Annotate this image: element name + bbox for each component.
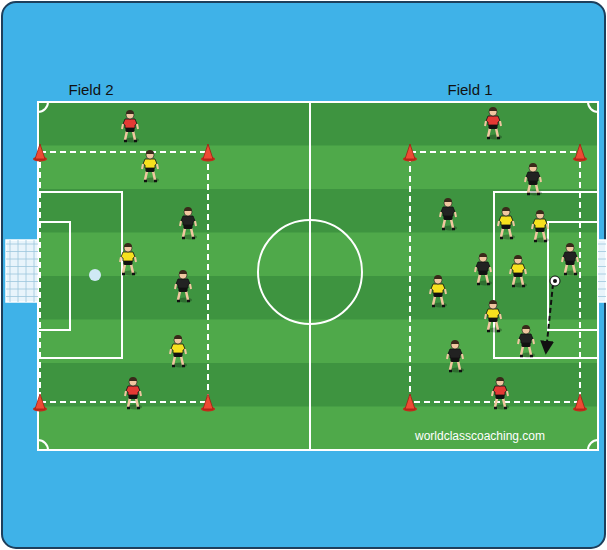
player: [518, 325, 535, 358]
cone: [33, 144, 47, 162]
pitch-stripe: [38, 102, 598, 146]
goals: [6, 240, 606, 302]
player: [492, 377, 509, 410]
cone: [201, 394, 215, 412]
player: [498, 207, 515, 240]
player: [525, 163, 542, 196]
player: [120, 243, 137, 276]
pitch-lines: [38, 102, 598, 450]
watermark: worldclasscoaching.com: [415, 430, 545, 443]
player: [485, 300, 502, 333]
player: [170, 335, 187, 368]
cone: [573, 144, 587, 162]
player: [142, 150, 159, 183]
player: [440, 198, 457, 231]
player: [562, 243, 579, 276]
player: [180, 207, 197, 240]
cone: [403, 394, 417, 412]
field-label: Field 2: [68, 82, 113, 99]
pitch-stripe: [38, 363, 598, 407]
player: [122, 110, 139, 143]
cone: [403, 144, 417, 162]
player: [430, 275, 447, 308]
player: [475, 253, 492, 286]
cone: [201, 144, 215, 162]
player: [175, 270, 192, 303]
cone: [33, 394, 47, 412]
ball: [89, 269, 101, 281]
drill-areas: [40, 152, 580, 402]
dribble-arrow: [546, 284, 553, 352]
cone: [573, 394, 587, 412]
player: [447, 340, 464, 373]
player: [532, 210, 549, 243]
field-label: Field 1: [447, 82, 492, 99]
ball: [550, 276, 560, 286]
player: [485, 107, 502, 140]
player: [125, 377, 142, 410]
cones: [33, 144, 587, 412]
pitch-stripes: [38, 102, 598, 451]
players: [120, 107, 579, 410]
player: [510, 255, 527, 288]
pitch-stripe: [38, 407, 598, 451]
